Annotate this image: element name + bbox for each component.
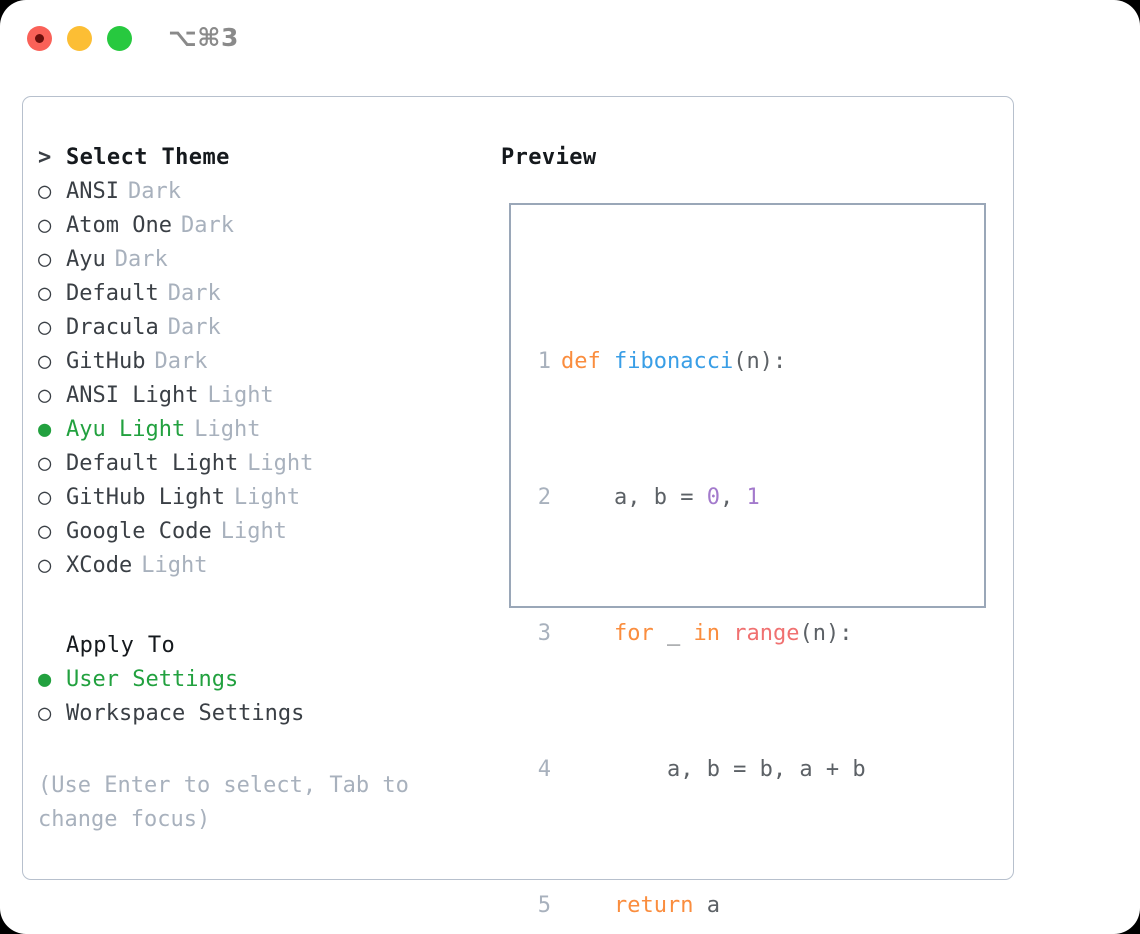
theme-variant-badge: Light	[141, 553, 208, 578]
radio-unselected-icon[interactable]: ○	[38, 701, 52, 726]
code-token-plain: (n):	[799, 621, 853, 646]
code-token-plain: a, b = b, a + b	[561, 757, 866, 782]
code-line: 2 a, b = 0, 1	[529, 481, 879, 515]
theme-option-default-light[interactable]: ○ Default Light Light	[38, 447, 488, 481]
theme-variant-badge: Light	[194, 417, 261, 442]
code-token-plain	[720, 621, 733, 646]
radio-unselected-icon[interactable]: ○	[38, 383, 52, 408]
code-token-plain: a	[693, 893, 720, 918]
radio-selected-icon[interactable]: ●	[38, 667, 52, 692]
line-number: 1	[537, 349, 551, 374]
theme-option-ayu-light[interactable]: ● Ayu Light Light	[38, 413, 488, 447]
code-token-keyword: for	[613, 621, 654, 646]
theme-variant-badge: Light	[220, 519, 287, 544]
theme-option-default-dark[interactable]: ○ Default Dark	[38, 277, 488, 311]
line-number: 3	[537, 621, 551, 646]
preview-title: Preview	[501, 145, 597, 170]
theme-option-label: Default Light	[66, 451, 239, 476]
theme-variant-badge: Dark	[154, 349, 208, 374]
radio-unselected-icon[interactable]: ○	[38, 213, 52, 238]
apply-to-option-user-settings[interactable]: ● User Settings	[38, 663, 488, 697]
section-spacer	[38, 583, 488, 629]
theme-variant-badge: Dark	[114, 247, 168, 272]
code-token-plain: (n):	[733, 349, 787, 374]
theme-option-label: ANSI Light	[66, 383, 199, 408]
theme-option-atom-one-dark[interactable]: ○ Atom One Dark	[38, 209, 488, 243]
theme-option-label: Dracula	[66, 315, 159, 340]
theme-option-label: Ayu Light	[66, 417, 186, 442]
theme-variant-badge: Dark	[127, 179, 181, 204]
radio-unselected-icon[interactable]: ○	[38, 179, 52, 204]
theme-variant-badge: Dark	[167, 315, 221, 340]
code-line: 1 def fibonacci(n):	[529, 345, 879, 379]
code-token-keyword: return	[613, 893, 694, 918]
radio-unselected-icon[interactable]: ○	[38, 451, 52, 476]
theme-option-label: Google Code	[66, 519, 212, 544]
cursor-prompt-icon: >	[38, 145, 52, 170]
line-number: 2	[537, 485, 551, 510]
theme-variant-badge: Dark	[180, 213, 234, 238]
code-line: 5 return a	[529, 889, 879, 923]
theme-option-ansi-light[interactable]: ○ ANSI Light Light	[38, 379, 488, 413]
theme-option-xcode[interactable]: ○ XCode Light	[38, 549, 488, 583]
radio-unselected-icon[interactable]: ○	[38, 281, 52, 306]
code-token-plain	[561, 893, 614, 918]
theme-option-label: XCode	[66, 553, 133, 578]
code-line: 4 a, b = b, a + b	[529, 753, 879, 787]
theme-option-label: GitHub	[66, 349, 146, 374]
line-number: 4	[537, 757, 551, 782]
theme-option-ansi-dark[interactable]: ○ ANSI Dark	[38, 175, 488, 209]
code-token-keyword: in	[693, 621, 720, 646]
apply-to-option-label: User Settings	[66, 667, 239, 692]
title-bar: ⌥⌘3	[0, 0, 1140, 76]
minimize-window-button[interactable]	[67, 26, 92, 51]
recording-indicator-icon	[35, 34, 44, 43]
code-line: 3 for _ in range(n):	[529, 617, 879, 651]
code-token-keyword: def	[561, 349, 614, 374]
radio-unselected-icon[interactable]: ○	[38, 519, 52, 544]
theme-option-google-code[interactable]: ○ Google Code Light	[38, 515, 488, 549]
radio-selected-icon[interactable]: ●	[38, 417, 52, 442]
theme-option-label: Atom One	[66, 213, 172, 238]
theme-option-label: Ayu	[66, 247, 106, 272]
code-token-number: 1	[746, 485, 760, 510]
code-token-call: range	[733, 621, 800, 646]
theme-option-label: ANSI	[66, 179, 119, 204]
code-token-plain: _	[653, 621, 694, 646]
code-token-number: 0	[706, 485, 720, 510]
theme-variant-badge: Light	[233, 485, 301, 510]
radio-unselected-icon[interactable]: ○	[38, 553, 52, 578]
apply-to-heading: Apply To	[66, 633, 176, 658]
theme-option-github-light[interactable]: ○ GitHub Light Light	[38, 481, 488, 515]
theme-option-ayu-dark[interactable]: ○ Ayu Dark	[38, 243, 488, 277]
theme-option-github-dark[interactable]: ○ GitHub Dark	[38, 345, 488, 379]
theme-variant-badge: Dark	[167, 281, 221, 306]
select-theme-heading-label: Select Theme	[66, 145, 230, 170]
radio-unselected-icon[interactable]: ○	[38, 349, 52, 374]
theme-option-label: Default	[66, 281, 159, 306]
code-token-function: fibonacci	[613, 349, 734, 374]
apply-to-option-label: Workspace Settings	[66, 701, 305, 726]
theme-option-label: GitHub Light	[66, 485, 225, 510]
theme-variant-badge: Light	[247, 451, 314, 476]
keyboard-hint-text: (Use Enter to select, Tab to change focu…	[38, 773, 409, 832]
preview-panel-header: Preview	[501, 141, 597, 175]
radio-unselected-icon[interactable]: ○	[38, 315, 52, 340]
radio-unselected-icon[interactable]: ○	[38, 247, 52, 272]
apply-to-option-workspace-settings[interactable]: ○ Workspace Settings	[38, 697, 488, 731]
hint-spacer	[38, 731, 488, 765]
code-token-plain: a, b =	[561, 485, 707, 510]
radio-unselected-icon[interactable]: ○	[38, 485, 52, 510]
code-token-plain	[561, 621, 614, 646]
keyboard-shortcut-label: ⌥⌘3	[168, 23, 239, 52]
code-token-plain: ,	[719, 485, 747, 510]
theme-variant-badge: Light	[207, 383, 274, 408]
theme-option-dracula-dark[interactable]: ○ Dracula Dark	[38, 311, 488, 345]
maximize-window-button[interactable]	[107, 26, 132, 51]
select-theme-heading: > Select Theme	[38, 141, 488, 175]
line-number: 5	[537, 893, 551, 918]
